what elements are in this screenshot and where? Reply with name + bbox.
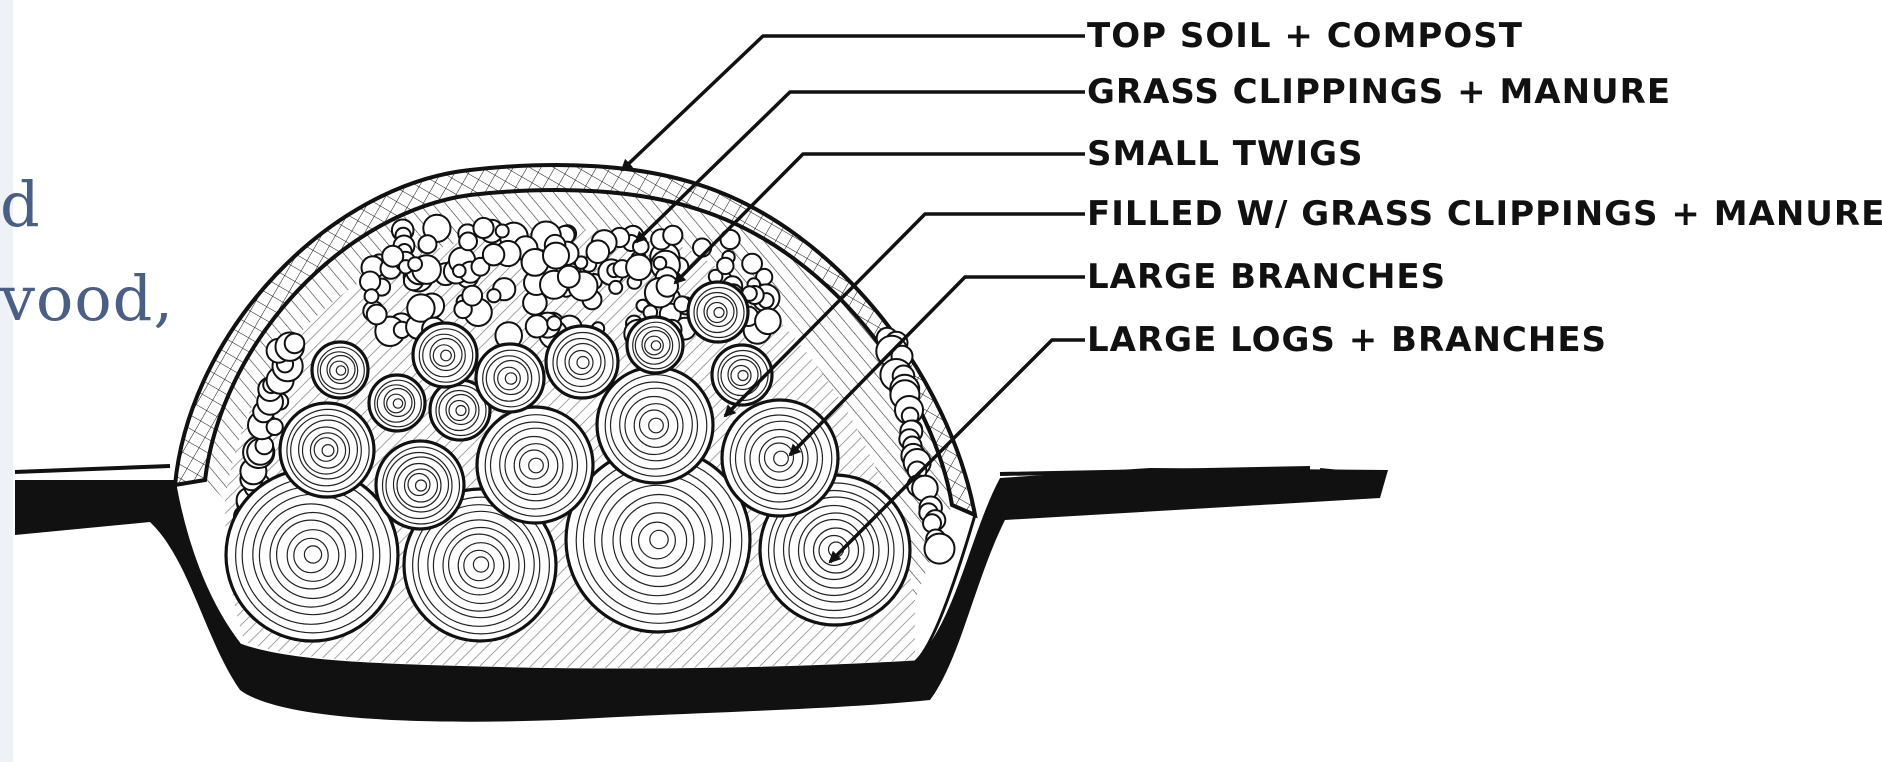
label-filled: FILLED W/ GRASS CLIPPINGS + MANURE xyxy=(1087,194,1882,234)
small-twig xyxy=(609,281,622,294)
branch xyxy=(712,345,772,405)
small-twig xyxy=(483,244,504,265)
branch xyxy=(413,323,477,387)
small-twig xyxy=(408,257,422,271)
small-twig xyxy=(742,254,762,274)
small-twig xyxy=(755,309,781,335)
small-twig xyxy=(473,218,493,238)
small-twig xyxy=(487,289,500,302)
small-twig xyxy=(453,265,466,278)
large-branch xyxy=(477,407,593,523)
branch xyxy=(546,326,618,398)
large-branch xyxy=(376,441,464,529)
small-twig xyxy=(626,255,651,280)
branch xyxy=(688,282,748,342)
small-twig xyxy=(367,305,387,325)
small-twig xyxy=(663,226,682,245)
small-twig xyxy=(496,225,509,238)
label-grass-manure: GRASS CLIPPINGS + MANURE xyxy=(1087,72,1671,112)
small-twig xyxy=(365,289,379,303)
arrow-top-soil xyxy=(622,36,1085,170)
small-twig xyxy=(717,258,733,274)
large-branch xyxy=(597,367,713,483)
branch xyxy=(369,375,425,431)
label-large-branches: LARGE BRANCHES xyxy=(1087,257,1446,297)
small-twig xyxy=(657,275,678,296)
small-twig xyxy=(462,286,482,306)
branch xyxy=(476,344,544,412)
small-twig xyxy=(543,243,569,269)
small-twig xyxy=(419,235,437,253)
large-branch xyxy=(280,403,374,497)
small-twig xyxy=(285,334,305,354)
small-twig xyxy=(925,534,955,564)
small-twig xyxy=(459,233,477,251)
label-large-logs: LARGE LOGS + BRANCHES xyxy=(1087,320,1607,360)
small-twig xyxy=(547,316,561,330)
label-top-soil: TOP SOIL + COMPOST xyxy=(1087,16,1523,56)
large-branch xyxy=(722,400,838,516)
small-twig xyxy=(654,257,667,270)
label-small-twigs: SMALL TWIGS xyxy=(1087,134,1364,174)
branch xyxy=(312,342,368,398)
small-twig xyxy=(587,240,610,263)
branch xyxy=(627,317,683,373)
small-twig xyxy=(526,315,548,337)
small-twig xyxy=(558,266,580,288)
